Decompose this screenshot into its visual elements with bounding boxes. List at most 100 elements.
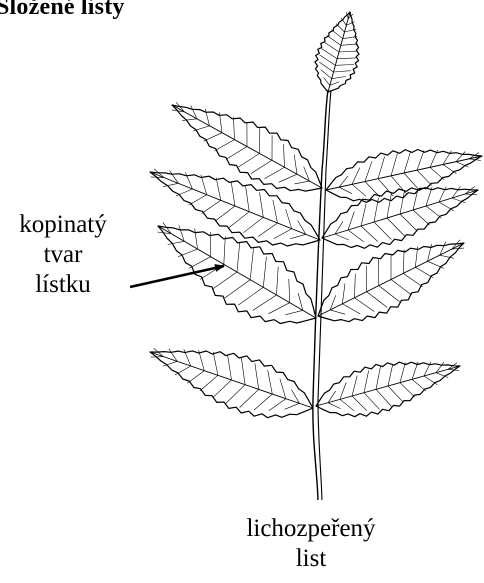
leaflet-left-3-vein	[285, 310, 302, 315]
leaflet-left-3-vein	[178, 249, 197, 257]
leaflet-right-2-vein	[387, 218, 405, 236]
leaflet-right-3-vein	[403, 273, 423, 287]
pointer-arrow	[130, 266, 224, 287]
leaflet-right-1-vein	[378, 157, 385, 179]
leaflet-left-4-vein	[226, 385, 245, 404]
leaflet-right-3-vein	[403, 250, 404, 274]
leaflet-left-3-vein	[238, 287, 263, 305]
leaflet-left-2-vein	[189, 195, 207, 205]
leaflet-left-3-vein	[212, 272, 237, 289]
rachis	[313, 90, 328, 500]
leaflet-right-3-vein	[355, 274, 356, 298]
leaflet-right-3-vein	[342, 284, 345, 304]
leaflet-left-3-vein	[195, 228, 198, 249]
leaflet-left-2-vein	[216, 178, 221, 201]
leaflet-left-3-vein	[253, 295, 277, 311]
leaflet-left-4-vein	[187, 371, 204, 384]
leaflet-left-2-vein	[273, 200, 278, 223]
leaflet-left-4-vein	[175, 366, 191, 375]
leaflet-left-2-vein	[258, 223, 277, 237]
leaflet-left-1-vein	[304, 167, 310, 181]
leaf-type-label: lichozpeřený list	[228, 514, 394, 574]
leaflet-right-4-vein	[364, 370, 369, 392]
leaflet-left-2-vein	[290, 234, 306, 238]
leaflet-left-3-vein	[268, 303, 289, 314]
leaflet-left-1-vein	[238, 153, 259, 167]
leaflet-terminal-vein	[341, 44, 358, 45]
leaflet-right-4-vein	[364, 393, 380, 410]
leaflet-left-1-vein	[251, 160, 272, 173]
leaflet-left-4-vein	[213, 352, 218, 376]
leaflet-right-1-vein	[391, 153, 398, 176]
leaflet-left-1-vein	[279, 174, 297, 182]
leaflet-left-4-vein	[241, 358, 245, 385]
leaflet-right-2-vein	[465, 194, 477, 195]
leaflet-right-1-vein	[417, 150, 424, 170]
leaflet-left-2-vein	[229, 212, 249, 228]
leaflet-left-4-vein	[240, 389, 259, 407]
leaflet-right-2-vein	[361, 204, 366, 226]
leaflet-shape-label: kopinatý tvar lístku	[0, 210, 126, 300]
leaflet-right-2-vein	[335, 234, 349, 240]
leaflet-left-2-vein	[246, 186, 250, 212]
leaflet-right-3-vein	[415, 267, 433, 278]
leaflet-left-1-vein	[284, 144, 285, 167]
leaflet-left-1-vein	[226, 147, 247, 160]
leaflet-right-2-vein	[361, 226, 378, 242]
leaflet-left-2-vein	[260, 192, 264, 217]
leaflet-right-2-vein	[426, 187, 432, 206]
leaflet-terminal-vein	[321, 48, 337, 59]
leaflet-left-4-vein	[268, 370, 273, 394]
leaf-type-label-line1: lichozpeřený	[228, 514, 394, 544]
leaflet-left-4-vein	[169, 349, 177, 362]
leaflet-right-2-vein	[374, 222, 391, 240]
leaflet-left-4-vein	[255, 363, 259, 389]
leaflet-right-3-vein	[367, 292, 388, 308]
leaflet-terminal-vein	[332, 77, 346, 79]
leaflet-right-3-vein	[379, 286, 400, 302]
leaflet-right-2-vein	[400, 190, 405, 214]
leaflet-left-4-vein	[285, 403, 300, 409]
leaflet-right-4-vein	[352, 396, 367, 411]
leaflet-left-1-vein	[204, 133, 222, 142]
leaflet-right-2-vein	[348, 212, 354, 231]
leaflet-left-1-vein	[294, 181, 309, 184]
leaflet-terminal-vein	[327, 36, 341, 46]
leaflet-terminal-vein	[324, 42, 339, 52]
leaflet-right-3-vein	[428, 261, 444, 268]
leaflet-left-4-vein	[228, 354, 232, 380]
leaflet-right-4-vein	[400, 363, 405, 383]
leaflet-left-4-vein	[199, 350, 205, 371]
leaflet-left-1-vein	[233, 117, 234, 140]
leaflet-right-4-vein	[376, 367, 381, 390]
leaflet-right-1-vein	[430, 167, 444, 180]
leaflet-right-3-vein	[391, 280, 412, 295]
leaflet-right-1-vein	[430, 150, 438, 167]
leaflet-terminal-vein	[321, 70, 332, 79]
leaflet-shape-label-line3: lístku	[0, 270, 126, 300]
leaflet-right-4-vein	[424, 376, 437, 385]
leaflet-right-4-vein	[412, 379, 426, 391]
leaflet-left-4-vein	[280, 379, 286, 399]
leaflet-left-2-vein	[176, 189, 193, 196]
leaflet-left-3-vein	[289, 279, 290, 303]
leaflet-left-3-vein	[189, 257, 211, 269]
leaflet-right-2-vein	[413, 188, 418, 210]
leaflet-right-1-vein	[339, 187, 352, 194]
leaflet-right-3-vein	[355, 298, 375, 312]
leaflet-terminal-vein	[339, 51, 358, 52]
leaflet-right-4-vein	[412, 362, 418, 379]
leaflet-right-1-vein	[378, 179, 393, 196]
leaflet-left-2	[150, 172, 320, 246]
leaflet-right-1-vein	[352, 168, 360, 185]
leaflet-left-1-vein	[294, 155, 297, 175]
leaflet-right-4-vein	[340, 399, 354, 410]
leaflet-right-4-vein	[376, 389, 392, 406]
leaflet-right-3-vein	[342, 304, 360, 314]
leaflet-left-2-vein	[243, 217, 263, 233]
leaflet-right-4-vein	[352, 376, 357, 396]
leaflet-left-3-vein	[237, 242, 240, 272]
leaflet-right-4-vein	[340, 382, 346, 399]
leaflet-left-3-vein	[277, 267, 279, 295]
leaflet-right-2-vein	[400, 214, 417, 231]
